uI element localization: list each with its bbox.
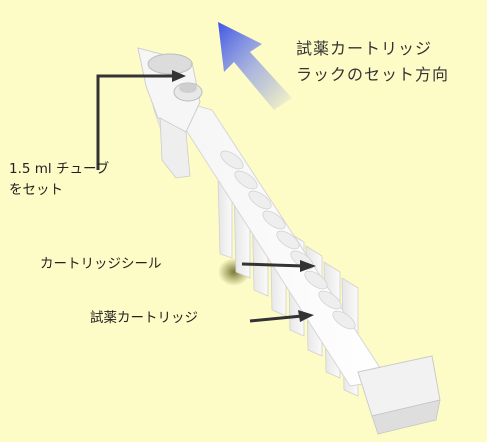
direction-label-line2: ラックのセット方向 — [296, 65, 450, 84]
tube-label-line1: 1.5 ml チューブ — [9, 161, 110, 177]
direction-label-line1: 試薬カートリッジ — [296, 39, 433, 58]
seal-pointer-arrowhead-icon — [300, 260, 316, 272]
direction-arrow-icon — [218, 22, 292, 110]
tube-label-line2: をセット — [9, 182, 63, 198]
cartridge-end-cap — [357, 355, 441, 435]
seal-label: カートリッジシール — [40, 256, 162, 272]
tube-holder — [137, 47, 203, 179]
tube-pointer-arrowhead-icon — [172, 70, 186, 82]
tube-pointer-arrow — [96, 74, 174, 170]
seal-pointer-line — [241, 262, 305, 268]
cartridge-label: 試薬カートリッジ — [90, 310, 198, 326]
cartridge-pointer-arrowhead-icon — [298, 310, 314, 322]
cartridge-pointer-line — [249, 314, 303, 323]
